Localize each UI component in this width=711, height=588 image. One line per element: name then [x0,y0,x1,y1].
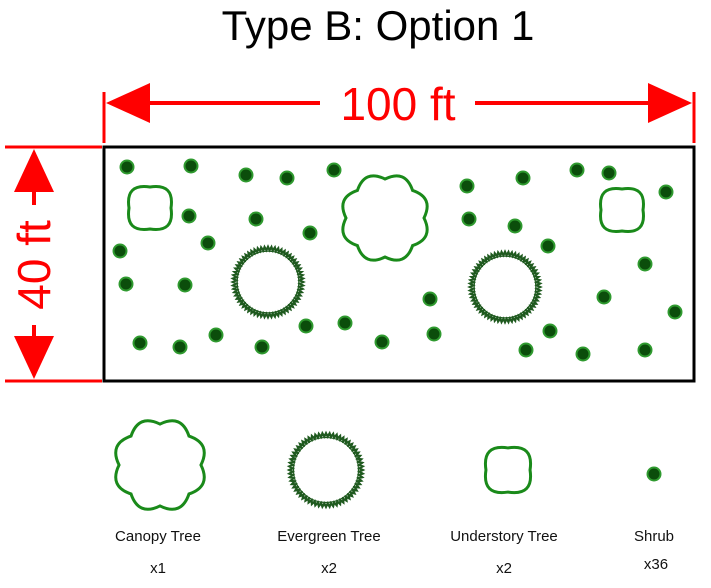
shrub [518,342,534,358]
shrub [426,326,442,342]
height-arrow-top [14,149,54,192]
shrub [337,315,353,331]
shrub [569,162,585,178]
shrub [540,238,556,254]
shrub [279,170,295,186]
legend-count-canopy-tree: x1 [150,560,166,577]
shrub [515,170,531,186]
page-title: Type B: Option 1 [222,2,535,49]
legend-label-understory-tree: Understory Tree [450,528,558,545]
shrub [183,158,199,174]
understory-tree [127,185,173,231]
shrub [637,256,653,272]
height-arrow-bottom [14,336,54,379]
understory-tree [599,187,645,233]
height-label: 40 ft [8,220,60,310]
shrub [112,243,128,259]
shrub [248,211,264,227]
shrub [459,178,475,194]
legend-count-shrub: x36 [644,556,668,573]
width-dimension: 100 ft [102,78,696,143]
width-arrow-left [106,83,150,123]
shrub [326,162,342,178]
shrub [200,235,216,251]
shrub [542,323,558,339]
shrub [507,218,523,234]
shrub [596,289,612,305]
shrub [172,339,188,355]
legend-label-canopy-tree: Canopy Tree [115,528,201,545]
legend-label-shrub: Shrub [634,528,674,545]
understory-tree-icon [483,445,533,495]
shrub [667,304,683,320]
canopy-tree-icon [114,419,206,511]
shrub [119,159,135,175]
shrub [208,327,224,343]
shrub [422,291,438,307]
width-label: 100 ft [340,78,455,130]
evergreen-tree-icon [286,430,366,510]
shrub [575,346,591,362]
shrub-icon [646,466,662,482]
legend-icons [114,419,662,511]
shrub [254,339,270,355]
shrub [132,335,148,351]
shrub [637,342,653,358]
shrub [461,211,477,227]
evergreen-tree [230,244,306,320]
buffer-yard-border [102,145,696,383]
shrub [177,277,193,293]
shrub [238,167,254,183]
shrub [298,318,314,334]
evergreen-tree [467,249,543,325]
shrub [118,276,134,292]
shrub [658,184,674,200]
height-dimension: 40 ft [5,145,102,383]
buffer-plants [112,158,683,362]
shrub [601,165,617,181]
canopy-tree [341,174,429,262]
legend-count-evergreen-tree: x2 [321,560,337,577]
legend-count-understory-tree: x2 [496,560,512,577]
shrub [374,334,390,350]
legend-label-evergreen-tree: Evergreen Tree [277,528,380,545]
shrub [302,225,318,241]
shrub [181,208,197,224]
width-arrow-right [648,83,692,123]
legend: Canopy Tree x1 Evergreen Tree x2 Underst… [114,419,674,577]
